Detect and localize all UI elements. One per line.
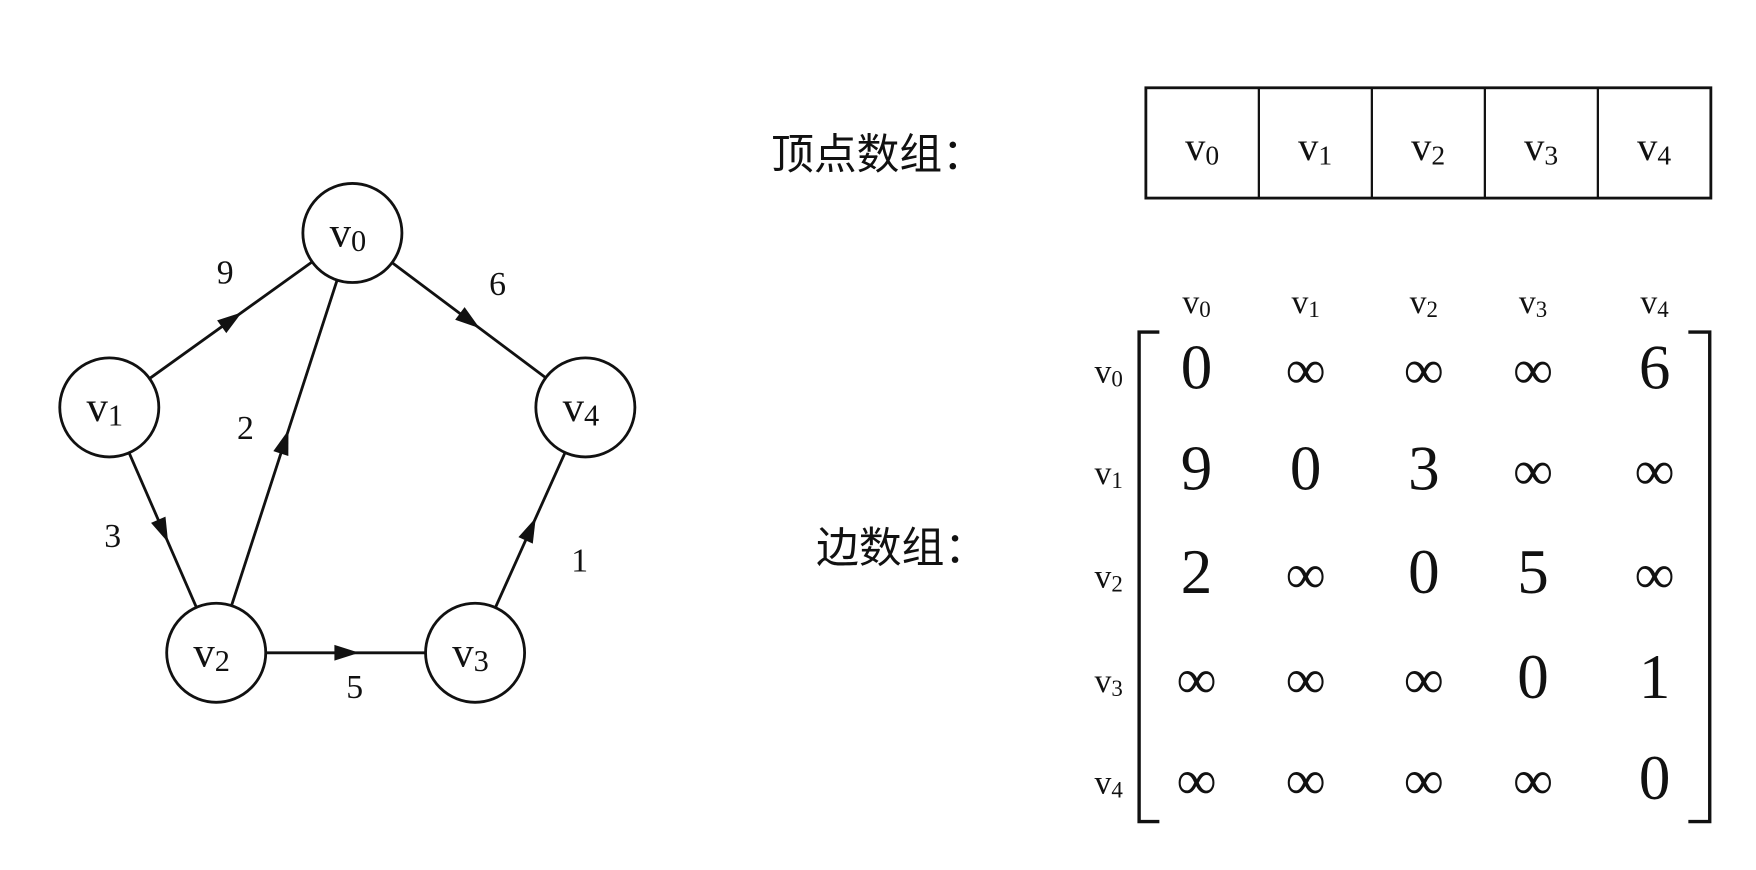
matrix-cell: 0 <box>1290 434 1322 504</box>
row-header: v4 <box>1095 764 1124 802</box>
matrix-cell: 2 <box>1181 537 1213 607</box>
matrix-cell: ∞ <box>1635 441 1675 503</box>
vertex-label: v0 <box>330 209 367 258</box>
matrix-cell: ∞ <box>1635 544 1675 606</box>
matrix-cell: ∞ <box>1176 649 1216 711</box>
matrix-cell: 5 <box>1517 537 1549 607</box>
row-header: v0 <box>1095 354 1123 392</box>
left-bracket <box>1137 330 1160 824</box>
vertex-node-v0 <box>301 182 404 284</box>
matrix-cell: ∞ <box>1404 649 1444 711</box>
column-header: v2 <box>1410 284 1438 322</box>
matrix-cell: ∞ <box>1286 649 1326 711</box>
matrix-cell: ∞ <box>1404 750 1444 812</box>
edge-weight: 6 <box>489 266 506 303</box>
matrix-cell: ∞ <box>1513 441 1553 503</box>
matrix-cell: 0 <box>1639 743 1671 813</box>
matrix-cell: 6 <box>1639 332 1671 402</box>
vertex-array-cell: v3 <box>1524 124 1558 171</box>
arrow-head-icon <box>518 517 536 544</box>
vertex-array-cell: v4 <box>1637 124 1671 171</box>
vertex-node-v2 <box>165 601 268 704</box>
row-header: v2 <box>1095 559 1123 597</box>
vertex-node-v1 <box>58 356 161 459</box>
arrow-head-icon <box>273 430 289 457</box>
matrix-cell: ∞ <box>1176 750 1216 812</box>
matrix-cell: ∞ <box>1513 339 1553 401</box>
edge-weight: 5 <box>346 669 363 706</box>
column-header: v1 <box>1292 284 1320 322</box>
vertex-node-v4 <box>534 356 637 459</box>
row-header: v3 <box>1095 663 1123 701</box>
matrix-cell: ∞ <box>1404 339 1444 401</box>
vertex-label: v2 <box>193 629 230 678</box>
vertex-array-box <box>1144 86 1713 200</box>
vertex-array-label: 顶点数组： <box>771 132 985 179</box>
vertex-node-v3 <box>424 601 527 704</box>
vertex-array-cell: v2 <box>1411 124 1445 171</box>
edge-weight: 1 <box>571 543 588 580</box>
matrix-cell: ∞ <box>1286 339 1326 401</box>
right-bracket <box>1688 330 1712 824</box>
vertex-array-cell: v0 <box>1185 124 1219 171</box>
matrix-cell: 0 <box>1181 332 1213 402</box>
vertex-array: v0 v1 v2 v3 v4 <box>1144 86 1713 200</box>
matrix-cell: 0 <box>1517 642 1549 712</box>
matrix-cell: ∞ <box>1513 750 1553 812</box>
edge-weight: 3 <box>104 518 121 555</box>
edge-weight: 9 <box>217 255 234 292</box>
vertex-label: v4 <box>563 384 600 433</box>
arrow-head-icon <box>217 312 242 334</box>
matrix-cell: ∞ <box>1286 750 1326 812</box>
edge-weight: 2 <box>237 410 254 447</box>
matrix-cell: 3 <box>1408 434 1440 504</box>
row-header: v1 <box>1095 455 1123 493</box>
arrow-head-icon <box>151 516 169 543</box>
directed-graph: 9 6 2 3 5 1 v0 v1 v2 v3 v4 <box>58 182 637 706</box>
matrix-cell: 1 <box>1639 642 1671 712</box>
edge-array-label: 边数组： <box>816 526 987 573</box>
column-header: v4 <box>1640 284 1669 322</box>
column-header: v3 <box>1519 284 1547 322</box>
vertex-label: v1 <box>87 384 124 433</box>
arrow-head-icon <box>455 307 480 329</box>
matrix-cell: 9 <box>1181 434 1213 504</box>
arrow-head-icon <box>334 644 360 661</box>
column-header: v0 <box>1182 284 1210 322</box>
edge-matrix: v0 v0 v1 v1 v2 v2 v3 v3 v4 v4 0 ∞ ∞ ∞ 6 9 0 3 ∞ ∞ 2 ∞ 0 5 ∞ ∞ ∞ ∞ 0 1… <box>1095 284 1712 824</box>
matrix-cell: ∞ <box>1286 544 1326 606</box>
vertex-array-cell: v1 <box>1298 124 1332 171</box>
vertex-label: v3 <box>452 629 489 678</box>
matrix-cell: 0 <box>1408 537 1440 607</box>
